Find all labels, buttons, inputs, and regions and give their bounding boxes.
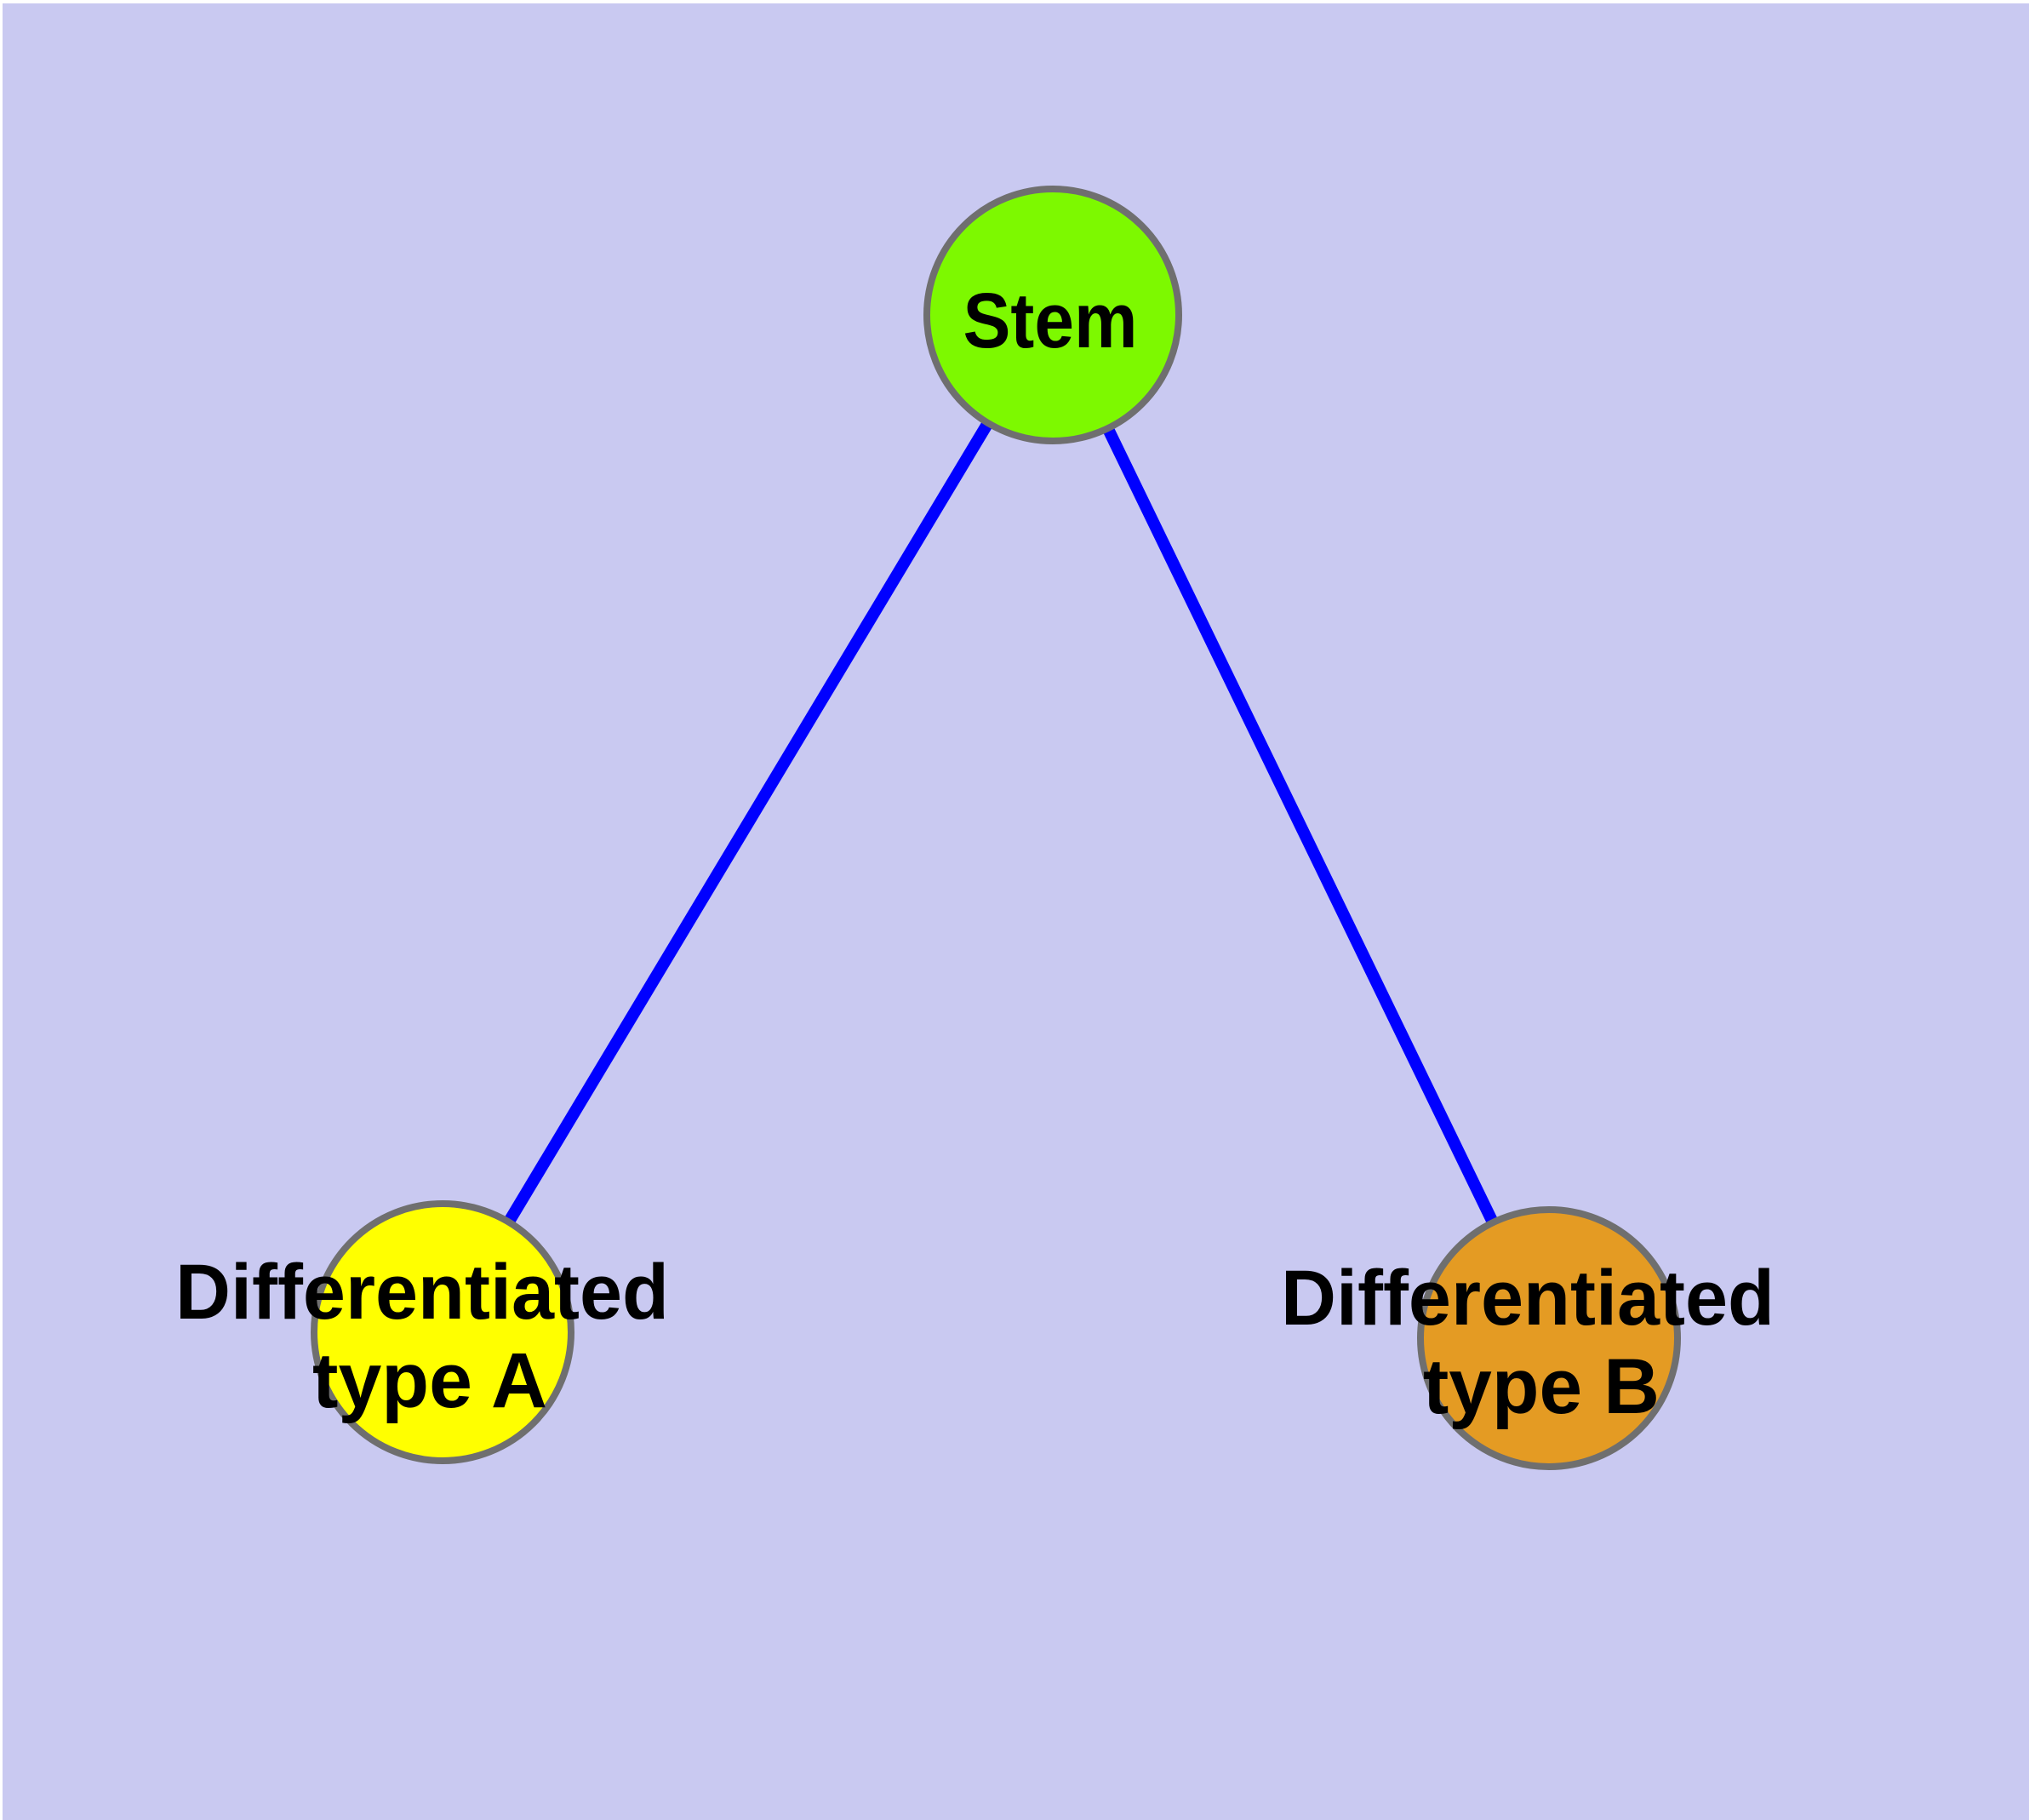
graph-svg: Stem Differentiated type A Differentiate… [175, 186, 1775, 1470]
node-differentiated-type-b [1417, 1206, 1681, 1470]
node-label-stem: Stem [963, 278, 1138, 364]
node-stem [923, 186, 1182, 444]
node-label-type-b-line2: type B [1423, 1343, 1660, 1430]
edge-stem-to-type-b [1047, 312, 1555, 1342]
diagram-canvas: Stem Differentiated type A Differentiate… [3, 3, 2029, 1820]
node-label-type-a-line2: type A [312, 1337, 547, 1424]
node-label-type-a-line1: Differentiated [175, 1249, 669, 1336]
node-differentiated-type-a [311, 1200, 574, 1464]
edge-stem-to-type-a [437, 312, 1059, 1336]
node-label-type-b-line1: Differentiated [1281, 1255, 1775, 1342]
